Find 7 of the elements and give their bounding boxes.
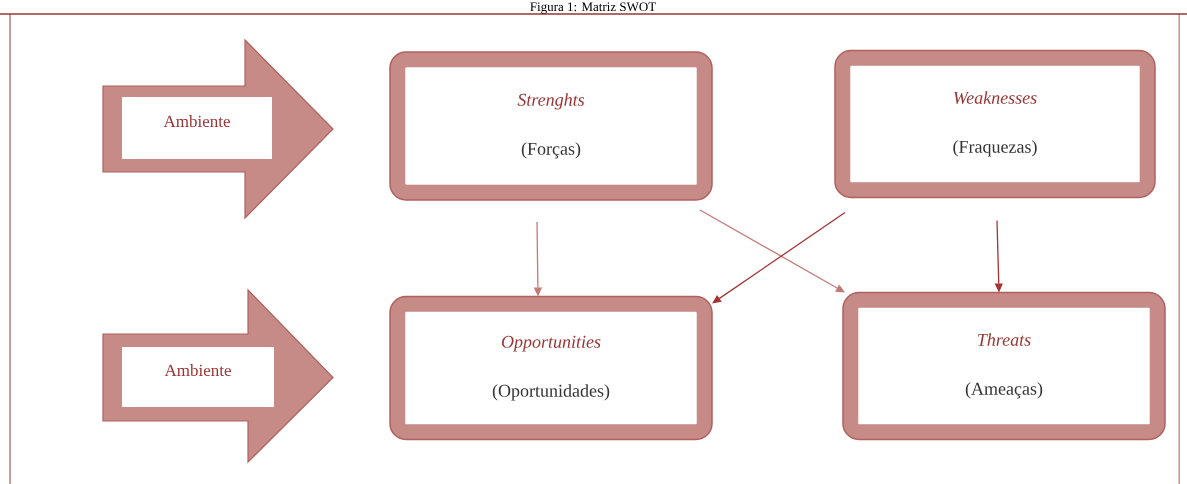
rounded-box: Strenghts (Forças) bbox=[389, 51, 713, 201]
rounded-box: Opportunities (Oportunidades) bbox=[389, 295, 713, 441]
arrow bbox=[712, 211, 846, 304]
title: Figura 1: Matriz SWOT bbox=[530, 2, 656, 14]
rounded-box: Threats (Ameaças) bbox=[842, 291, 1166, 441]
rounded-box: Weaknesses (Fraquezas) bbox=[834, 49, 1156, 199]
arrow bbox=[699, 209, 845, 293]
